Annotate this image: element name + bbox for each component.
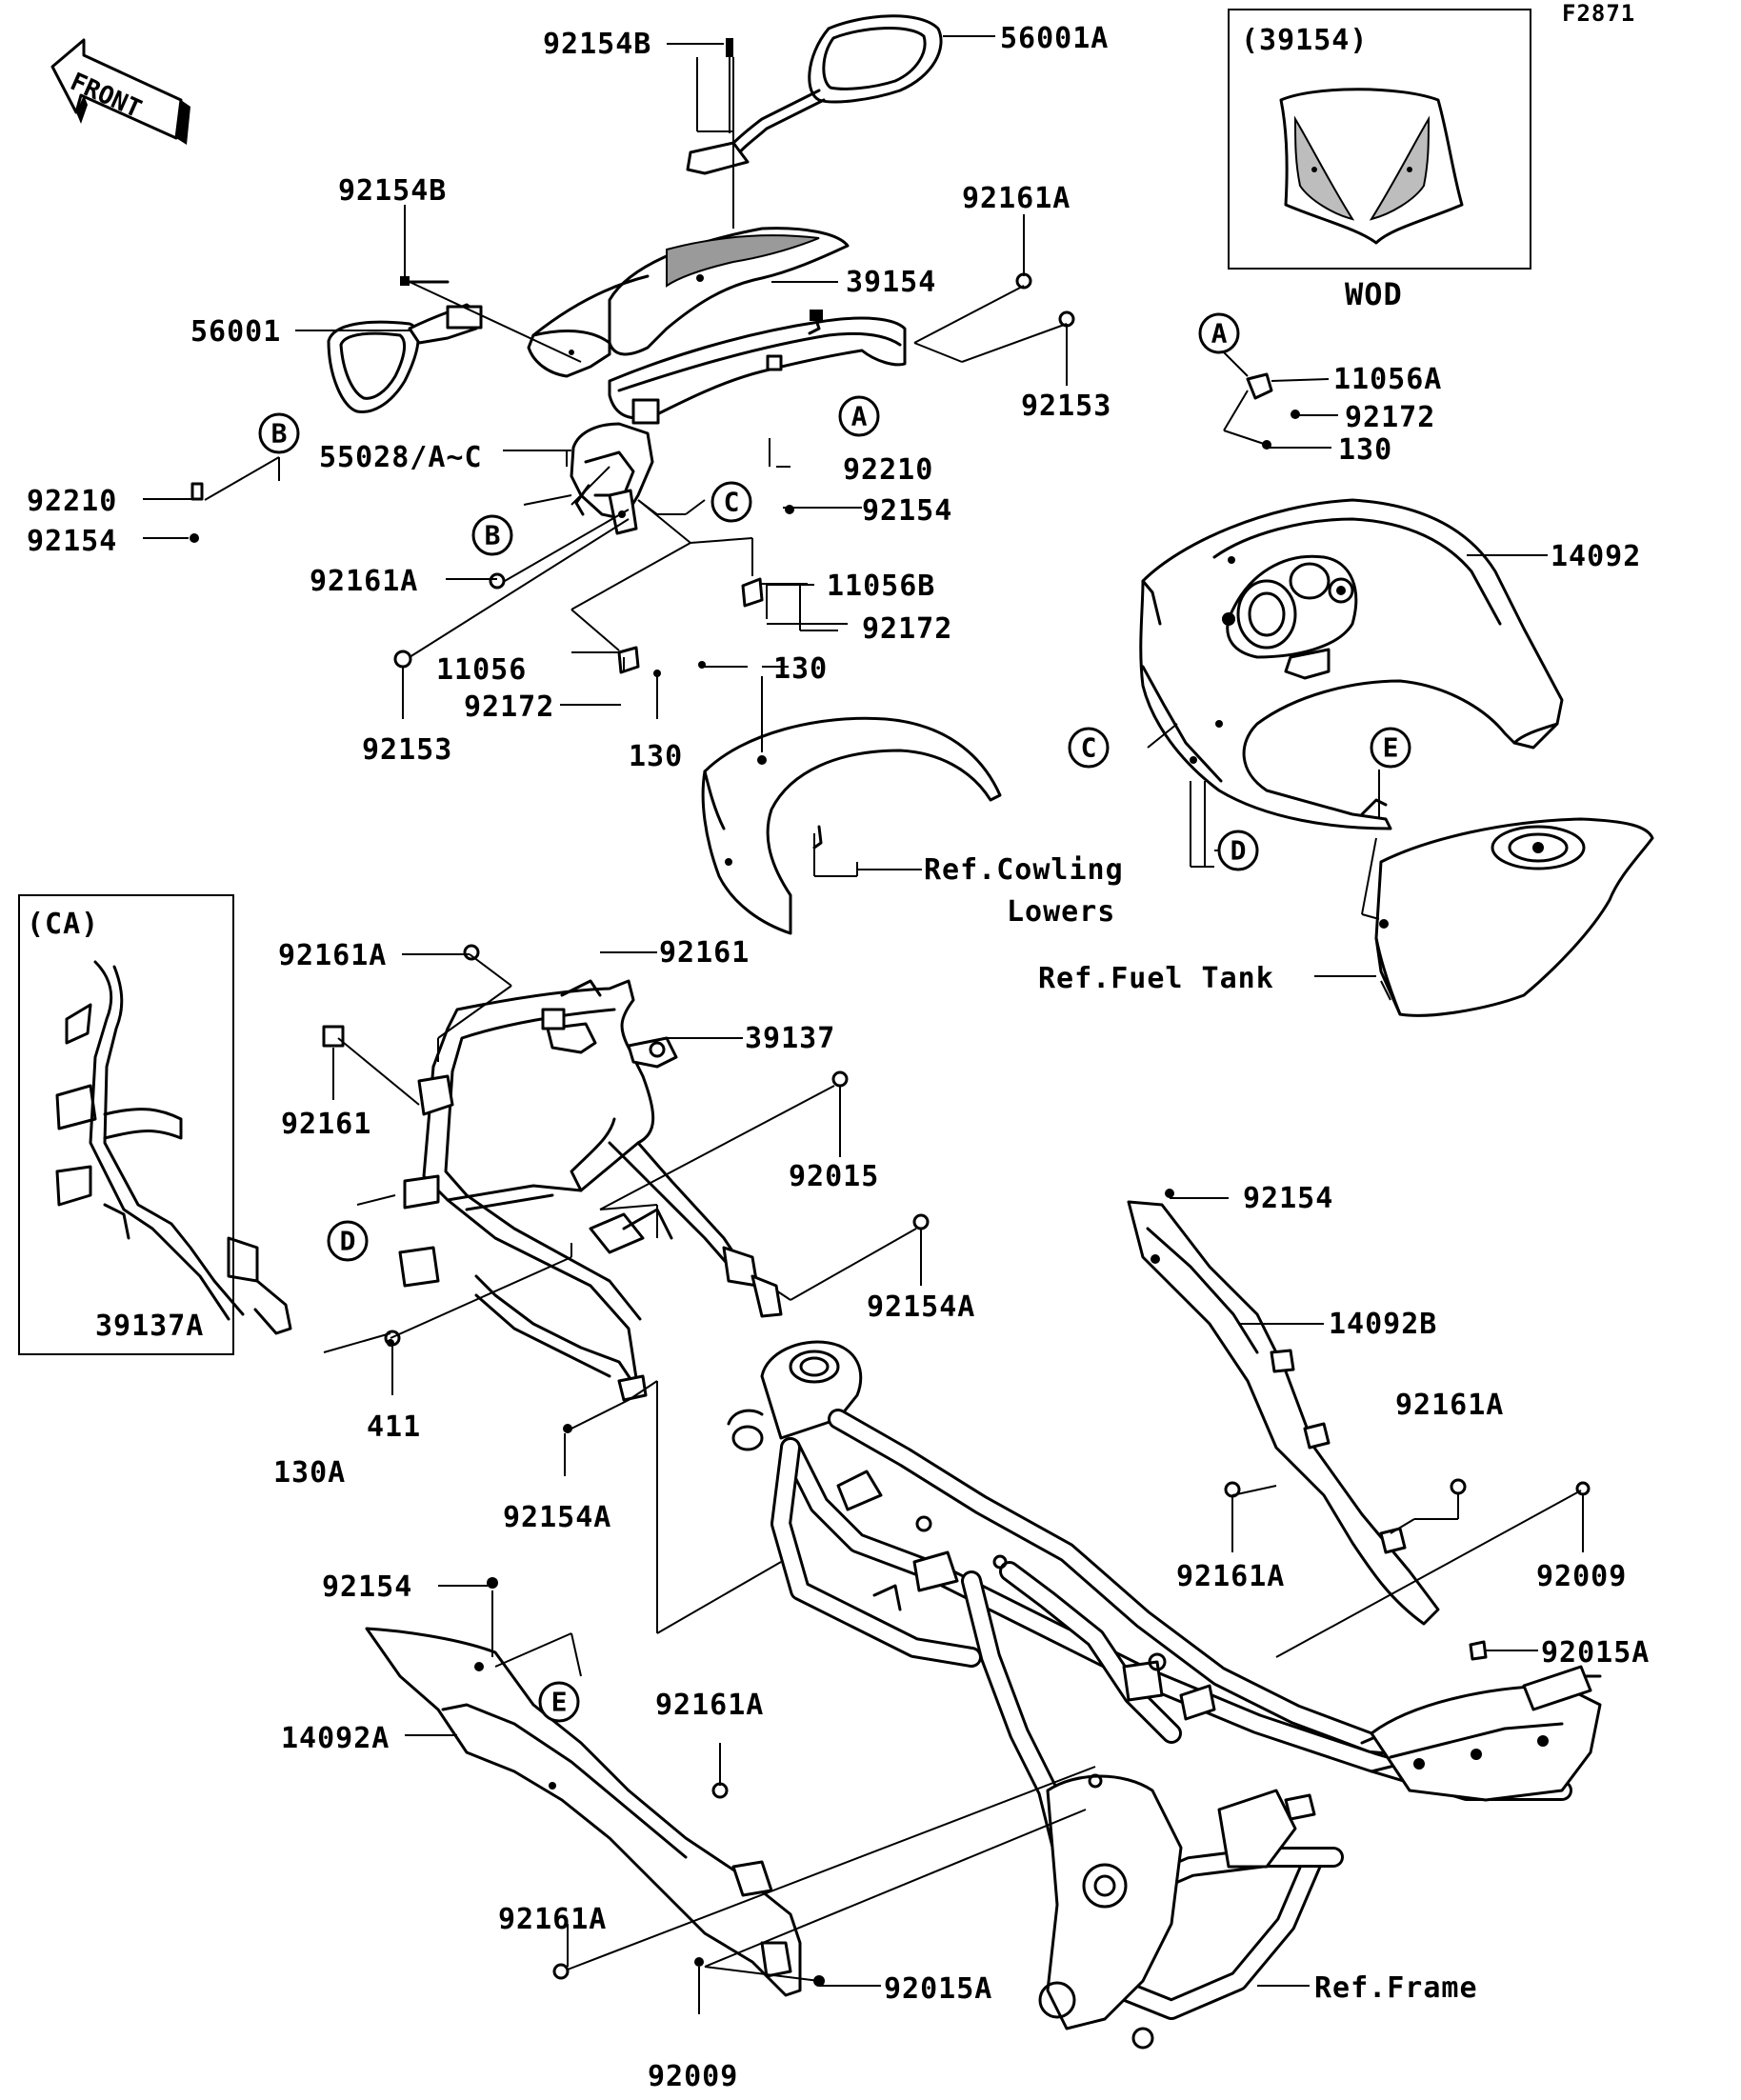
part-label: 92161A — [962, 182, 1071, 215]
bracket-11056A — [1246, 372, 1300, 450]
inset-wod-caption: WOD — [1345, 276, 1403, 312]
part-label: 92210 — [27, 485, 117, 518]
inset-wod: (39154) WOD — [1228, 9, 1531, 312]
part-label: 92009 — [648, 2060, 738, 2093]
svg-text:D: D — [340, 1226, 356, 1257]
callout-b-1: B — [258, 412, 300, 454]
part-labels: 92154B 56001A 92154B 39154 92161A 56001 … — [27, 22, 1650, 2093]
part-label: Lowers — [1007, 895, 1115, 929]
callout-a-1: A — [838, 395, 880, 437]
callouts: A A B B C C D D E E — [258, 312, 1411, 1723]
part-label: 14092A — [281, 1722, 390, 1755]
part-label: 92161A — [278, 939, 387, 972]
part-label: 130 — [629, 740, 683, 773]
part-label: 11056A — [1333, 363, 1442, 396]
svg-text:A: A — [1211, 318, 1228, 350]
svg-text:B: B — [485, 520, 501, 551]
screen-bracket — [570, 422, 654, 535]
cowling-lower — [701, 716, 1002, 935]
callout-b-2: B — [471, 514, 513, 556]
callout-e-1: E — [1370, 727, 1411, 769]
callout-a-2: A — [1198, 312, 1240, 354]
svg-text:D: D — [1231, 835, 1247, 867]
part-label: 92154A — [503, 1501, 611, 1534]
callout-d-2: D — [327, 1220, 369, 1262]
side-cover-right — [1127, 1200, 1440, 1626]
part-label: 92015A — [884, 1972, 992, 2006]
part-label: 92153 — [1021, 390, 1111, 423]
part-label: 92154 — [1243, 1182, 1333, 1215]
part-label: 130 — [773, 652, 828, 686]
inset-ca-header: (CA) — [27, 908, 99, 941]
part-label: 92161 — [281, 1108, 371, 1141]
part-label: 92161A — [1176, 1560, 1285, 1593]
fuel-tank — [1374, 817, 1654, 1017]
part-label: 92154 — [862, 494, 952, 528]
inner-fairing — [1139, 498, 1564, 830]
part-label: 11056B — [827, 570, 935, 603]
callout-c-2: C — [1068, 727, 1110, 769]
part-label: 92154B — [543, 28, 651, 61]
svg-text:E: E — [1383, 732, 1399, 764]
part-label: 92154A — [867, 1290, 975, 1324]
part-label: 92172 — [464, 690, 554, 724]
upper-inner-cowl — [608, 310, 907, 425]
svg-text:E: E — [551, 1687, 568, 1718]
svg-text:A: A — [851, 401, 868, 432]
windscreen — [527, 227, 850, 378]
part-label: 92009 — [1536, 1560, 1627, 1593]
part-label: 92153 — [362, 733, 452, 767]
svg-text:C: C — [724, 487, 740, 518]
part-label: 92161A — [655, 1689, 764, 1722]
part-label: 130A — [273, 1456, 346, 1490]
subframe-39137 — [398, 979, 783, 1402]
part-label: 92161A — [1395, 1389, 1504, 1422]
part-label: 14092 — [1551, 540, 1641, 573]
part-label: 92172 — [1345, 401, 1435, 434]
part-label: 92172 — [862, 612, 952, 646]
part-label: 92154 — [322, 1570, 412, 1604]
part-label: 11056 — [436, 653, 527, 687]
callout-e-2: E — [538, 1681, 580, 1723]
part-label: 92015 — [789, 1160, 879, 1193]
leader-lines — [143, 35, 1584, 2014]
side-cover-left — [365, 1627, 802, 1997]
part-label: 39137 — [745, 1022, 835, 1055]
hardware-icons — [190, 38, 1591, 1987]
callout-d-1: D — [1217, 830, 1259, 871]
svg-text:B: B — [271, 418, 288, 450]
part-label: 92154 — [27, 525, 117, 558]
main-frame — [727, 1340, 1602, 2050]
part-label: 92015A — [1541, 1636, 1650, 1670]
part-label: 56001A — [1000, 22, 1109, 55]
part-label: 55028/A~C — [319, 441, 483, 474]
part-label: 39137A — [95, 1310, 204, 1343]
part-label: 92210 — [843, 453, 933, 487]
part-label: 56001 — [190, 315, 281, 349]
part-label: 411 — [367, 1410, 421, 1444]
part-label: Ref.Frame — [1314, 1971, 1478, 2005]
part-label: 130 — [1338, 433, 1392, 467]
svg-text:C: C — [1081, 732, 1097, 764]
mirror-left — [327, 280, 483, 414]
part-label: 14092B — [1329, 1308, 1437, 1341]
inset-wod-header: (39154) — [1241, 24, 1368, 57]
part-label: Ref.Cowling — [924, 853, 1124, 887]
part-label: 92161 — [659, 936, 750, 970]
part-label: 39154 — [846, 266, 936, 299]
part-label: Ref.Fuel Tank — [1038, 962, 1274, 995]
front-arrow-icon: FRONT — [50, 38, 190, 145]
mirror-right — [686, 14, 943, 175]
inset-ca: (CA) — [18, 894, 292, 1355]
part-label: 92161A — [310, 565, 418, 598]
callout-c-1: C — [710, 481, 752, 523]
figure-code: F2871 — [1562, 0, 1635, 27]
part-label: 92161A — [498, 1903, 607, 1936]
part-label: 92154B — [338, 174, 447, 208]
